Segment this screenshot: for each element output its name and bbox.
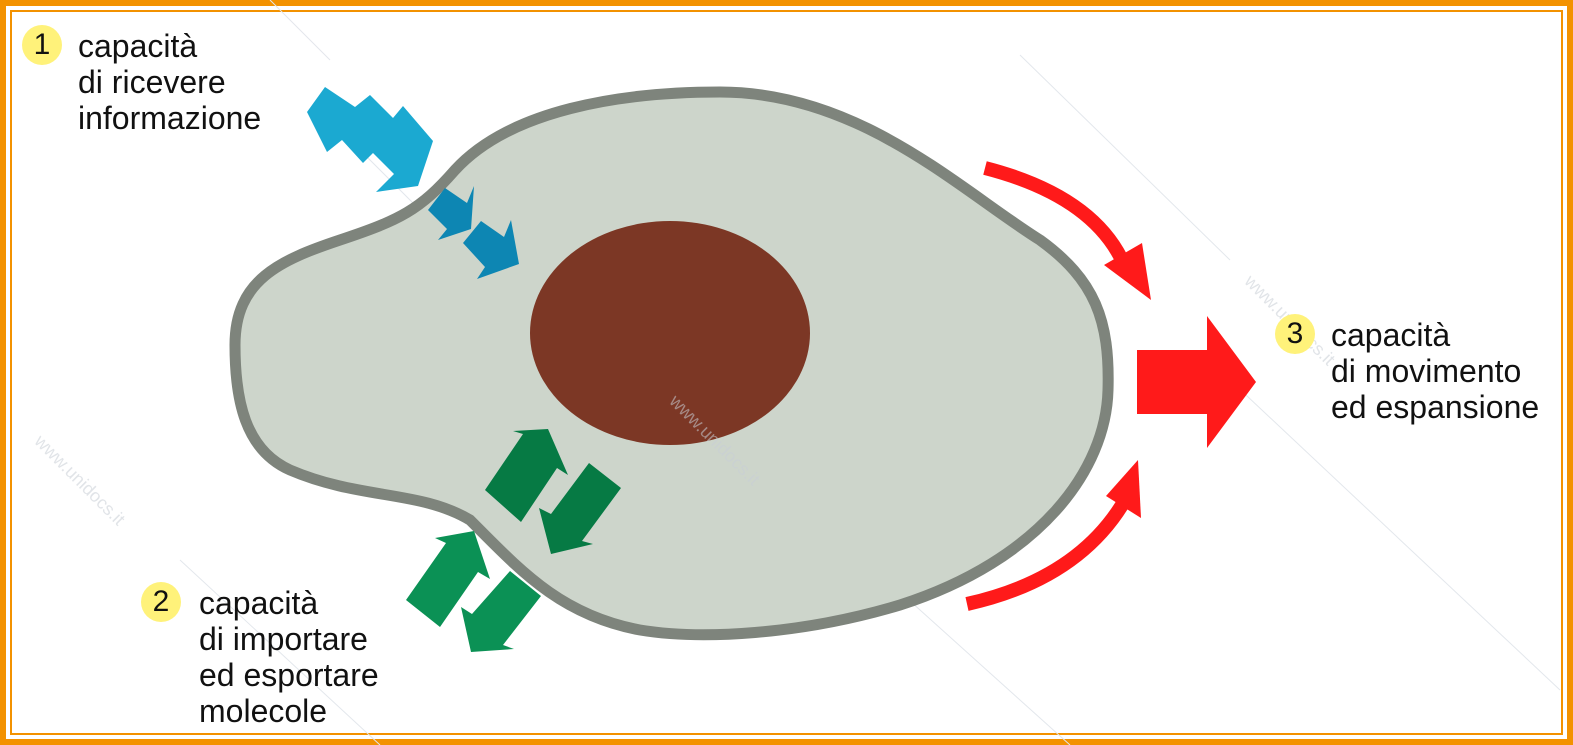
label-receive-information: capacità di ricevere informazione [78, 28, 261, 136]
badge-1: 1 [22, 25, 62, 65]
label-line: molecole [199, 693, 379, 729]
label-movement-expansion: capacità di movimento ed espansione [1331, 317, 1539, 425]
label-line: capacità [199, 585, 379, 621]
label-line: ed espansione [1331, 389, 1539, 425]
label-line: di ricevere [78, 64, 261, 100]
badge-3: 3 [1275, 314, 1315, 354]
label-line: di movimento [1331, 353, 1539, 389]
label-import-export: capacità di importare ed esportare molec… [199, 585, 379, 729]
signal-arrow-outer [307, 87, 433, 192]
big-forward-arrow [1137, 316, 1256, 448]
label-line: capacità [78, 28, 261, 64]
label-line: capacità [1331, 317, 1539, 353]
badge-2: 2 [141, 582, 181, 622]
label-line: di importare [199, 621, 379, 657]
label-line: informazione [78, 100, 261, 136]
label-line: ed esportare [199, 657, 379, 693]
